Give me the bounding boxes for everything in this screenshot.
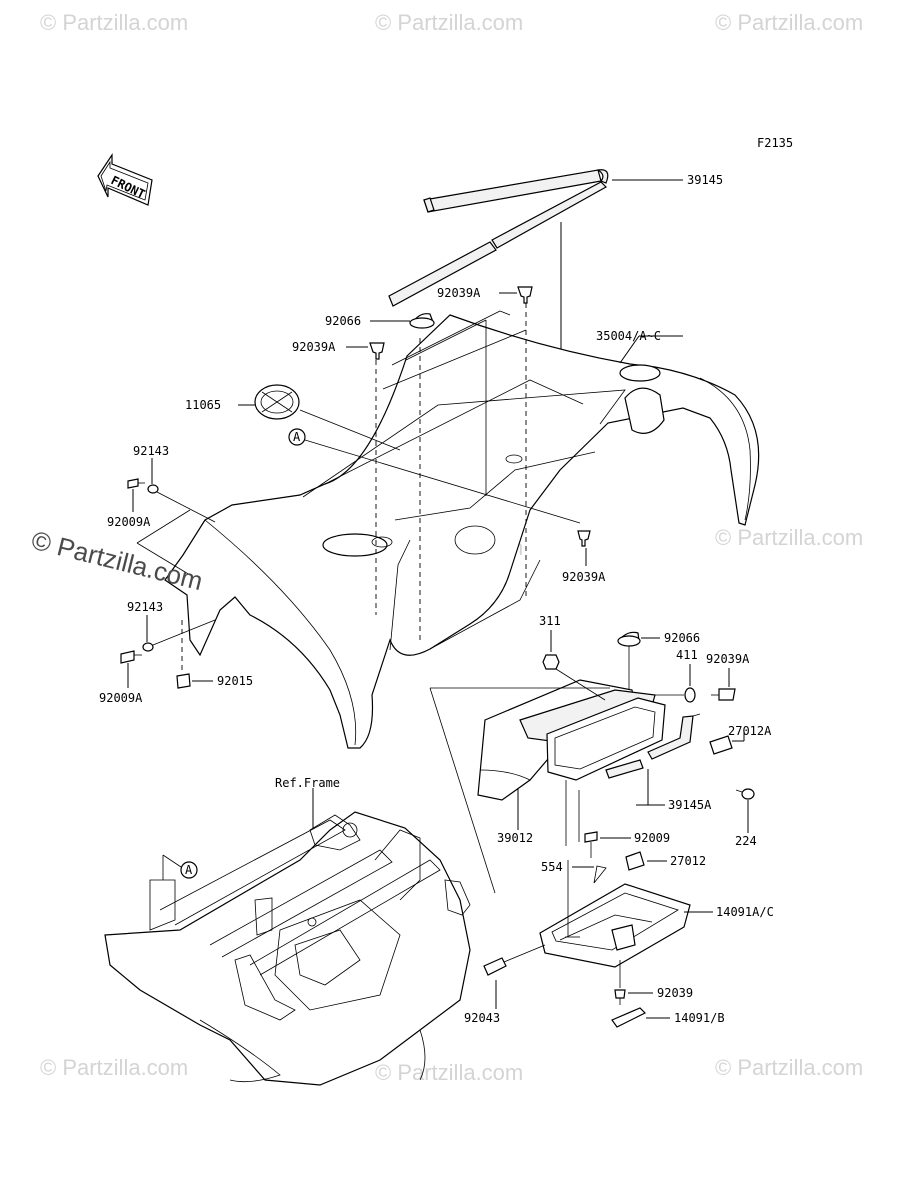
part-label-14091B[interactable]: 14091/B	[674, 1011, 725, 1025]
part-label-411[interactable]: 411	[676, 648, 698, 662]
screw-92009A-icon	[127, 478, 145, 489]
part-label-92039A[interactable]: 92039A	[437, 286, 481, 300]
watermark: © Partzilla.com	[375, 10, 523, 35]
clip-92039-icon	[614, 989, 626, 1005]
latch-27012A-icon	[709, 735, 733, 755]
clip-92039A-icon	[369, 342, 385, 360]
nut-311-icon	[542, 654, 560, 670]
grommet-11065-icon	[254, 384, 300, 420]
part-labels: 39145 92039A 92066 35004/A~C 92039A 1106…	[99, 173, 774, 1025]
part-label-92066[interactable]: 92066	[664, 631, 700, 645]
washer-411-icon	[684, 687, 696, 703]
watermark: © Partzilla.com	[715, 10, 863, 35]
part-label-92009A[interactable]: 92009A	[99, 691, 143, 705]
ref-marker-A: A	[288, 428, 581, 524]
front-fender-35004	[164, 314, 760, 749]
part-label-27012A[interactable]: 27012A	[728, 724, 772, 738]
part-label-39145A[interactable]: 39145A	[668, 798, 712, 812]
washer-92143-icon	[147, 484, 159, 494]
part-label-92039A[interactable]: 92039A	[562, 570, 606, 584]
svg-text:A: A	[185, 863, 193, 877]
diagram-code: F2135	[757, 136, 793, 150]
screw-224-icon	[735, 788, 755, 800]
clip-92039A-icon	[711, 688, 736, 701]
watermark: © Partzilla.com	[29, 525, 206, 596]
part-label-11065[interactable]: 11065	[185, 398, 221, 412]
screw-92009A-icon	[120, 650, 142, 664]
part-label-39145[interactable]: 39145	[687, 173, 723, 187]
pin-554-icon	[593, 865, 607, 884]
lid-14091A-icon	[539, 883, 691, 968]
clip-92039A-icon	[577, 530, 591, 547]
nut-92015-icon	[176, 673, 191, 689]
part-label-92143[interactable]: 92143	[133, 444, 169, 458]
hinge-plate-14091B-icon	[611, 1007, 647, 1028]
ref-marker-A: A	[162, 854, 198, 880]
part-label-27012[interactable]: 27012	[670, 854, 706, 868]
part-label-35004[interactable]: 35004/A~C	[596, 329, 661, 343]
part-label-92039A[interactable]: 92039A	[292, 340, 336, 354]
watermark: © Partzilla.com	[715, 525, 863, 550]
part-label-14091AC[interactable]: 14091A/C	[716, 905, 774, 919]
part-label-92009A[interactable]: 92009A	[107, 515, 151, 529]
part-label-92043[interactable]: 92043	[464, 1011, 500, 1025]
part-label-92009[interactable]: 92009	[634, 831, 670, 845]
part-label-39012[interactable]: 39012	[497, 831, 533, 845]
part-label-311[interactable]: 311	[539, 614, 561, 628]
svg-text:A: A	[293, 430, 301, 444]
part-label-224[interactable]: 224	[735, 834, 757, 848]
part-label-92015[interactable]: 92015	[217, 674, 253, 688]
part-label-92143[interactable]: 92143	[127, 600, 163, 614]
rubber-molding-39145	[388, 169, 609, 307]
part-label-92039[interactable]: 92039	[657, 986, 693, 1000]
cap-92066-icon	[409, 313, 435, 329]
latch-27012-icon	[625, 851, 645, 871]
ref-frame-assembly	[104, 811, 471, 1086]
cap-92066-icon	[617, 631, 641, 647]
watermark: © Partzilla.com	[40, 1055, 188, 1080]
watermark: © Partzilla.com	[715, 1055, 863, 1080]
pin-92043-icon	[483, 957, 507, 976]
screw-92009-icon	[584, 831, 598, 858]
clip-92039A-icon	[517, 286, 533, 304]
lid-frame	[546, 697, 666, 781]
washer-92143-icon	[142, 642, 154, 652]
part-label-92066[interactable]: 92066	[325, 314, 361, 328]
watermark: © Partzilla.com	[375, 1060, 523, 1085]
ref-frame-label: Ref.Frame	[275, 776, 340, 790]
watermark: © Partzilla.com	[40, 10, 188, 35]
part-label-92039A[interactable]: 92039A	[706, 652, 750, 666]
part-label-554[interactable]: 554	[541, 860, 563, 874]
front-arrow-icon: FRONT	[97, 153, 153, 206]
